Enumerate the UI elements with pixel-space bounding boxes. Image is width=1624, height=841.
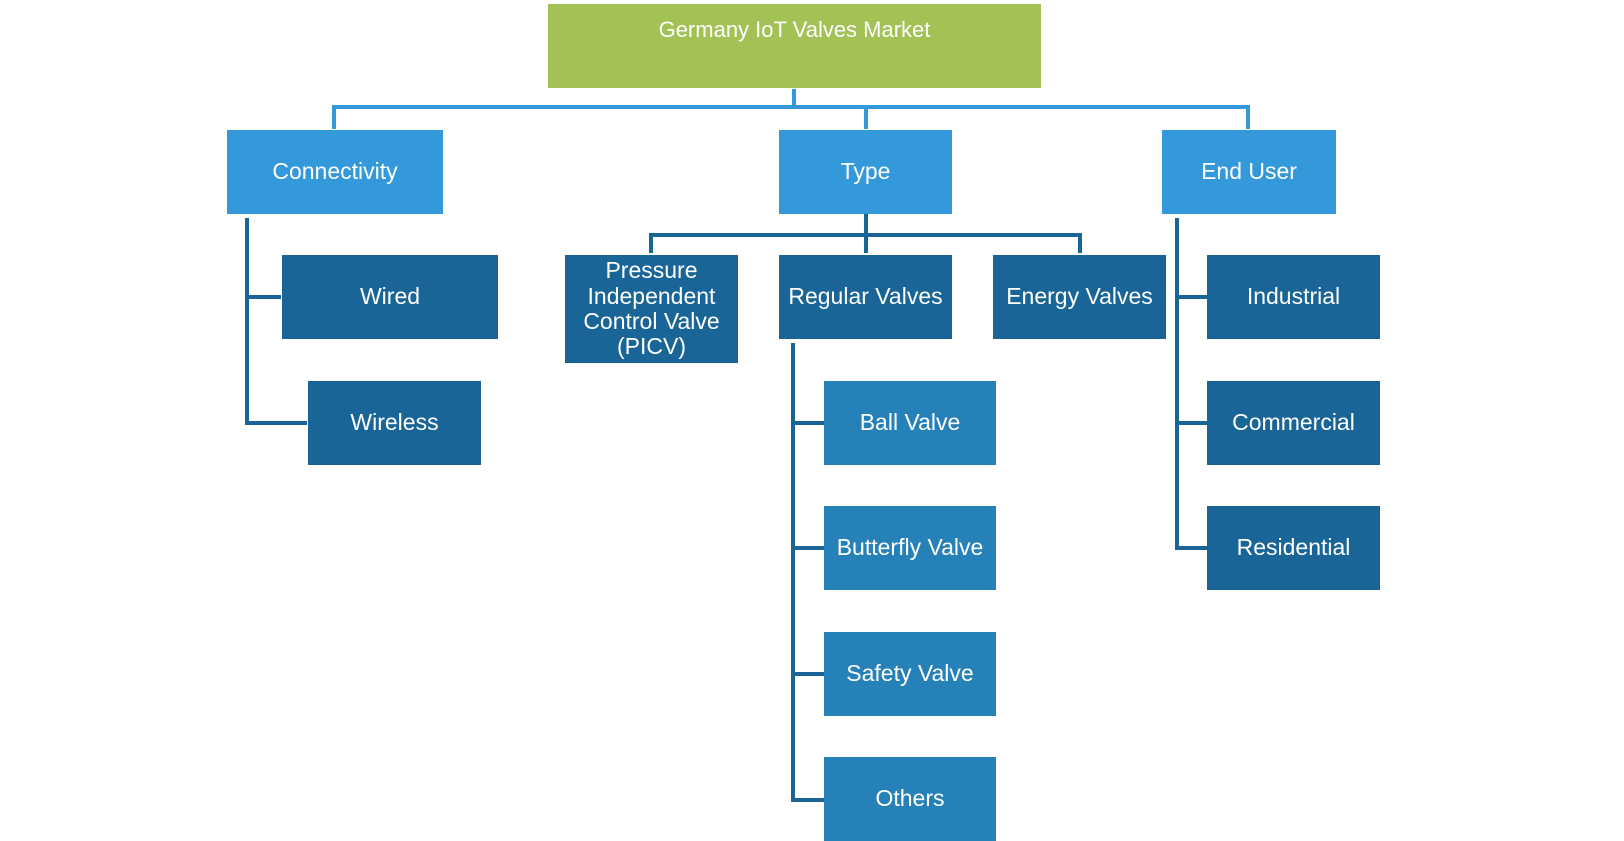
node-picv-line-1: Pressure (605, 257, 698, 284)
node-wireless: Wireless (308, 381, 481, 465)
node-ball-valve: Ball Valve (824, 381, 996, 465)
connector-enduser-drop (1246, 105, 1250, 129)
connector-safety-branch (791, 672, 824, 676)
node-picv-line-3: Control Valve (583, 308, 720, 334)
connector-industrial-branch (1175, 295, 1207, 299)
node-industrial: Industrial (1207, 255, 1380, 339)
connector-type-drop (864, 105, 868, 129)
connector-wired-branch (245, 295, 281, 299)
node-regular-valves: Regular Valves (779, 255, 952, 339)
node-safety-valve: Safety Valve (824, 632, 996, 716)
node-picv-line-2: Independent (587, 282, 716, 309)
connector-connectivity-drop (332, 105, 336, 129)
connector-type-stem (864, 214, 868, 236)
connector-residential-branch (1175, 546, 1207, 550)
node-others: Others (824, 757, 996, 841)
connector-regular-drop (864, 233, 868, 253)
connector-others-branch (791, 798, 824, 802)
node-picv-line-4: (PICV) (617, 333, 686, 360)
connector-regular-spine (791, 343, 795, 802)
connector-picv-drop (649, 233, 653, 253)
connector-enduser-spine (1175, 218, 1179, 550)
connector-energy-drop (1078, 233, 1082, 253)
connector-ball-branch (791, 421, 824, 425)
category-end-user: End User (1162, 130, 1336, 214)
node-picv: Pressure Independent Control Valve (PICV… (565, 255, 738, 363)
node-wired: Wired (282, 255, 498, 339)
node-commercial: Commercial (1207, 381, 1380, 465)
category-connectivity: Connectivity (227, 130, 443, 214)
category-type: Type (779, 130, 952, 214)
connector-connectivity-spine (245, 218, 249, 425)
node-butterfly-valve: Butterfly Valve (824, 506, 996, 590)
connector-wireless-branch (245, 421, 307, 425)
connector-root-stem (792, 89, 796, 107)
node-energy-valves: Energy Valves (993, 255, 1166, 339)
connector-butterfly-branch (791, 546, 824, 550)
connector-commercial-branch (1175, 421, 1207, 425)
root-node-title: Germany IoT Valves Market (548, 4, 1041, 88)
connector-root-bar (332, 105, 1250, 109)
node-residential: Residential (1207, 506, 1380, 590)
